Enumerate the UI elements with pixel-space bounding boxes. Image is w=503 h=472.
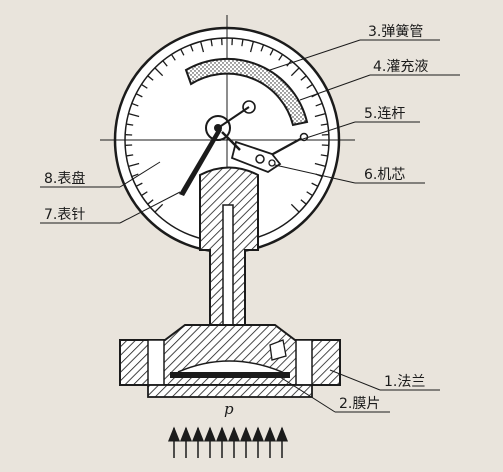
scale-tick	[306, 83, 313, 89]
pressure-arrows	[168, 426, 288, 458]
scale-tick	[131, 102, 139, 107]
scale-tick	[141, 191, 148, 197]
scale-tick	[147, 75, 154, 81]
scale-tick	[154, 203, 164, 213]
bourdon-tube	[184, 57, 309, 127]
scale-tick	[189, 44, 194, 52]
scale-tick	[320, 123, 328, 126]
scale-tick	[249, 41, 255, 53]
label-flange: 1.法兰	[384, 374, 425, 390]
scale-tick	[300, 75, 307, 81]
scale-tick	[128, 112, 140, 118]
label-pointer: 7.表针	[44, 207, 85, 223]
scale-tick	[269, 48, 274, 56]
scale-tick	[170, 54, 176, 61]
scale-tick	[314, 112, 326, 118]
scale-tick	[199, 41, 205, 53]
scale-tick	[278, 54, 284, 61]
leader-lines	[40, 39, 460, 413]
dial-scale-ticks	[125, 38, 329, 213]
scale-tick	[314, 162, 326, 168]
scale-tick	[154, 67, 164, 77]
diaphragm	[170, 372, 290, 378]
upper-flange-body	[119, 324, 341, 386]
scale-tick	[320, 154, 328, 157]
scale-tick	[180, 48, 185, 56]
scale-tick	[315, 102, 323, 107]
scale-tick	[290, 67, 300, 77]
label-link-rod: 5.连杆	[364, 106, 405, 122]
scale-tick	[141, 83, 148, 89]
lower-flange-ring	[147, 384, 313, 398]
scale-tick	[128, 162, 140, 168]
gauge-socket	[199, 166, 259, 351]
label-fill-liquid: 4.灌充液	[373, 59, 428, 75]
label-pressure: p	[224, 400, 234, 418]
pointer-needle	[179, 128, 222, 196]
scale-tick	[311, 182, 319, 187]
scale-tick	[260, 44, 265, 52]
scale-tick	[147, 199, 154, 205]
scale-tick	[131, 173, 139, 178]
scale-tick	[290, 203, 300, 213]
scale-tick	[135, 93, 143, 98]
movement-mechanism	[205, 100, 282, 174]
scale-tick	[126, 154, 134, 157]
scale-tick	[162, 60, 168, 67]
scale-tick	[210, 39, 213, 47]
label-dial: 8.表盘	[44, 170, 85, 187]
scale-tick	[241, 39, 244, 47]
label-movement: 6.机芯	[364, 167, 405, 183]
scale-tick	[126, 123, 134, 126]
scale-tick	[135, 182, 143, 187]
scale-tick	[306, 191, 313, 197]
label-diaphragm: 2.膜片	[339, 396, 380, 412]
scale-tick	[300, 199, 307, 205]
label-bourdon-tube: 3.弹簧管	[368, 24, 423, 40]
